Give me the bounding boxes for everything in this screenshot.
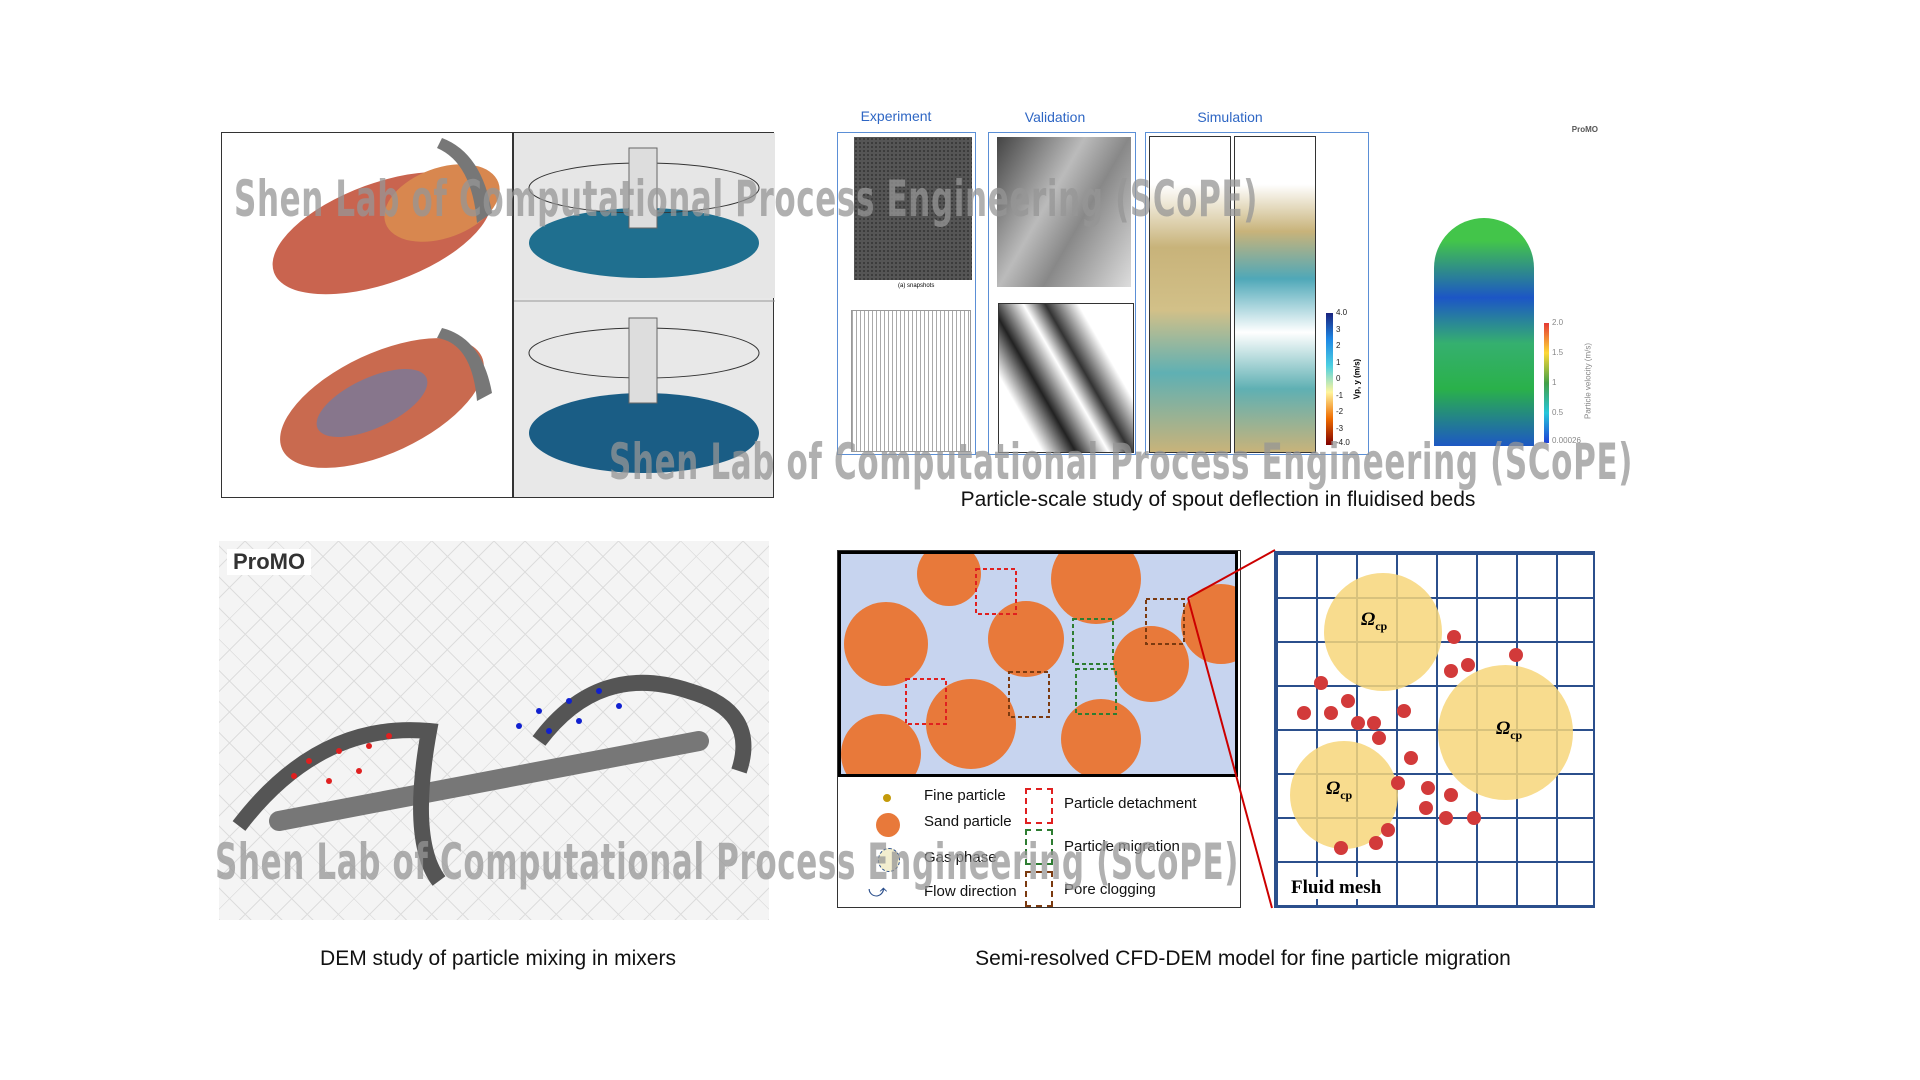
fluid-mesh-label: Fluid mesh (1288, 877, 1385, 899)
experiment-title: Experiment (860, 108, 932, 124)
velocity-tick: 1 (1552, 378, 1557, 387)
vp-tick: 0 (1336, 374, 1341, 383)
mixer-shaft-image (232, 674, 752, 886)
velocity-colorbar (1544, 323, 1549, 443)
legend-sand-icon (876, 813, 900, 837)
coarse-particle-zone (1438, 665, 1573, 800)
coarse-particle-zone (1290, 741, 1398, 849)
legend-sand-particle: Sand particle (924, 813, 1012, 830)
drum-simulation-figure (221, 132, 513, 498)
fluidised-bed-render (1434, 218, 1534, 446)
vp-colorbar (1326, 313, 1333, 445)
validation-vector-field (998, 303, 1134, 453)
validation-title: Validation (1024, 109, 1086, 125)
legend-clogging-icon (1025, 871, 1053, 907)
legend-gas-icon (878, 848, 900, 872)
zoom-arrows (1187, 549, 1276, 909)
experiment-vector-field (851, 310, 971, 452)
particle-velocity-figure: ProMO 2.0 1.5 1 0.5 0.00026 Particle vel… (1428, 123, 1600, 455)
coarse-particle-zone (1324, 573, 1442, 691)
velocity-tick: 1.5 (1552, 348, 1564, 357)
legend-gas-phase: Gas phase (924, 849, 997, 866)
snapshots-label: (a) snapshots (898, 283, 935, 289)
vp-tick: -1 (1336, 390, 1344, 400)
simulation-panel: 4.0 3 2 1 0 -1 -2 -3 -4.0 Vp, y (m/s) (1145, 132, 1369, 455)
simulation-title: Simulation (1197, 109, 1263, 125)
vp-tick: -4.0 (1336, 438, 1350, 447)
promo-logo: ProMO (227, 549, 312, 575)
legend-fine-icon (883, 794, 891, 802)
legend-particle-migration: Particle migration (1064, 838, 1180, 855)
stirred-tank-image (514, 133, 775, 473)
spout-caption: Particle-scale study of spout deflection… (960, 488, 1476, 511)
vp-tick: -3 (1336, 423, 1344, 433)
porous-media-illustration (838, 534, 1261, 794)
simulation-frame-1 (1149, 136, 1231, 453)
legend-fine-particle: Fine particle (924, 787, 1006, 804)
stirred-tank-figure (513, 132, 775, 498)
legend-migration-icon (1025, 829, 1053, 865)
vp-tick: 3 (1336, 324, 1341, 334)
vp-tick: 2 (1336, 341, 1341, 350)
mixers-caption: DEM study of particle mixing in mixers (320, 947, 676, 970)
mixer-figure: ProMO (219, 541, 769, 920)
validation-contour (997, 137, 1131, 287)
omega-label: Ωcp (1496, 718, 1523, 742)
promo-logo: ProMO (1571, 125, 1598, 134)
omega-label: Ωcp (1326, 778, 1353, 802)
legend-particle-detachment: Particle detachment (1064, 795, 1197, 812)
cfd-caption: Semi-resolved CFD-DEM model for fine par… (975, 947, 1511, 970)
legend-flow-direction: Flow direction (924, 883, 1017, 900)
vp-colorbar-label: Vp, y (m/s) (1352, 358, 1362, 400)
validation-panel (988, 132, 1136, 455)
experiment-panel: (a) snapshots (837, 132, 976, 455)
simulation-frame-2 (1234, 136, 1316, 453)
vp-tick: 1 (1336, 357, 1341, 367)
fluid-mesh-diagram: Ωcp Ωcp Ωcp Fluid mesh (1274, 551, 1595, 908)
velocity-tick: 0.00026 (1552, 436, 1581, 445)
legend-detach-icon (1025, 788, 1053, 824)
legend-flow-icon: ⤻ (868, 881, 888, 901)
cfd-dem-diagram: Fine particle Sand particle Gas phase Fl… (837, 534, 1261, 908)
legend-pore-clogging: Pore clogging (1064, 881, 1156, 898)
vp-tick: 4.0 (1336, 308, 1348, 317)
velocity-colorbar-label: Particle velocity (m/s) (1583, 342, 1593, 420)
omega-label: Ωcp (1361, 609, 1388, 633)
velocity-tick: 2.0 (1552, 318, 1564, 327)
experiment-snapshot (854, 137, 972, 280)
drum-image (272, 138, 500, 468)
vp-tick: -2 (1336, 407, 1344, 416)
fine-particles (1297, 630, 1523, 855)
velocity-tick: 0.5 (1552, 408, 1564, 417)
sand-particles (841, 534, 1261, 794)
